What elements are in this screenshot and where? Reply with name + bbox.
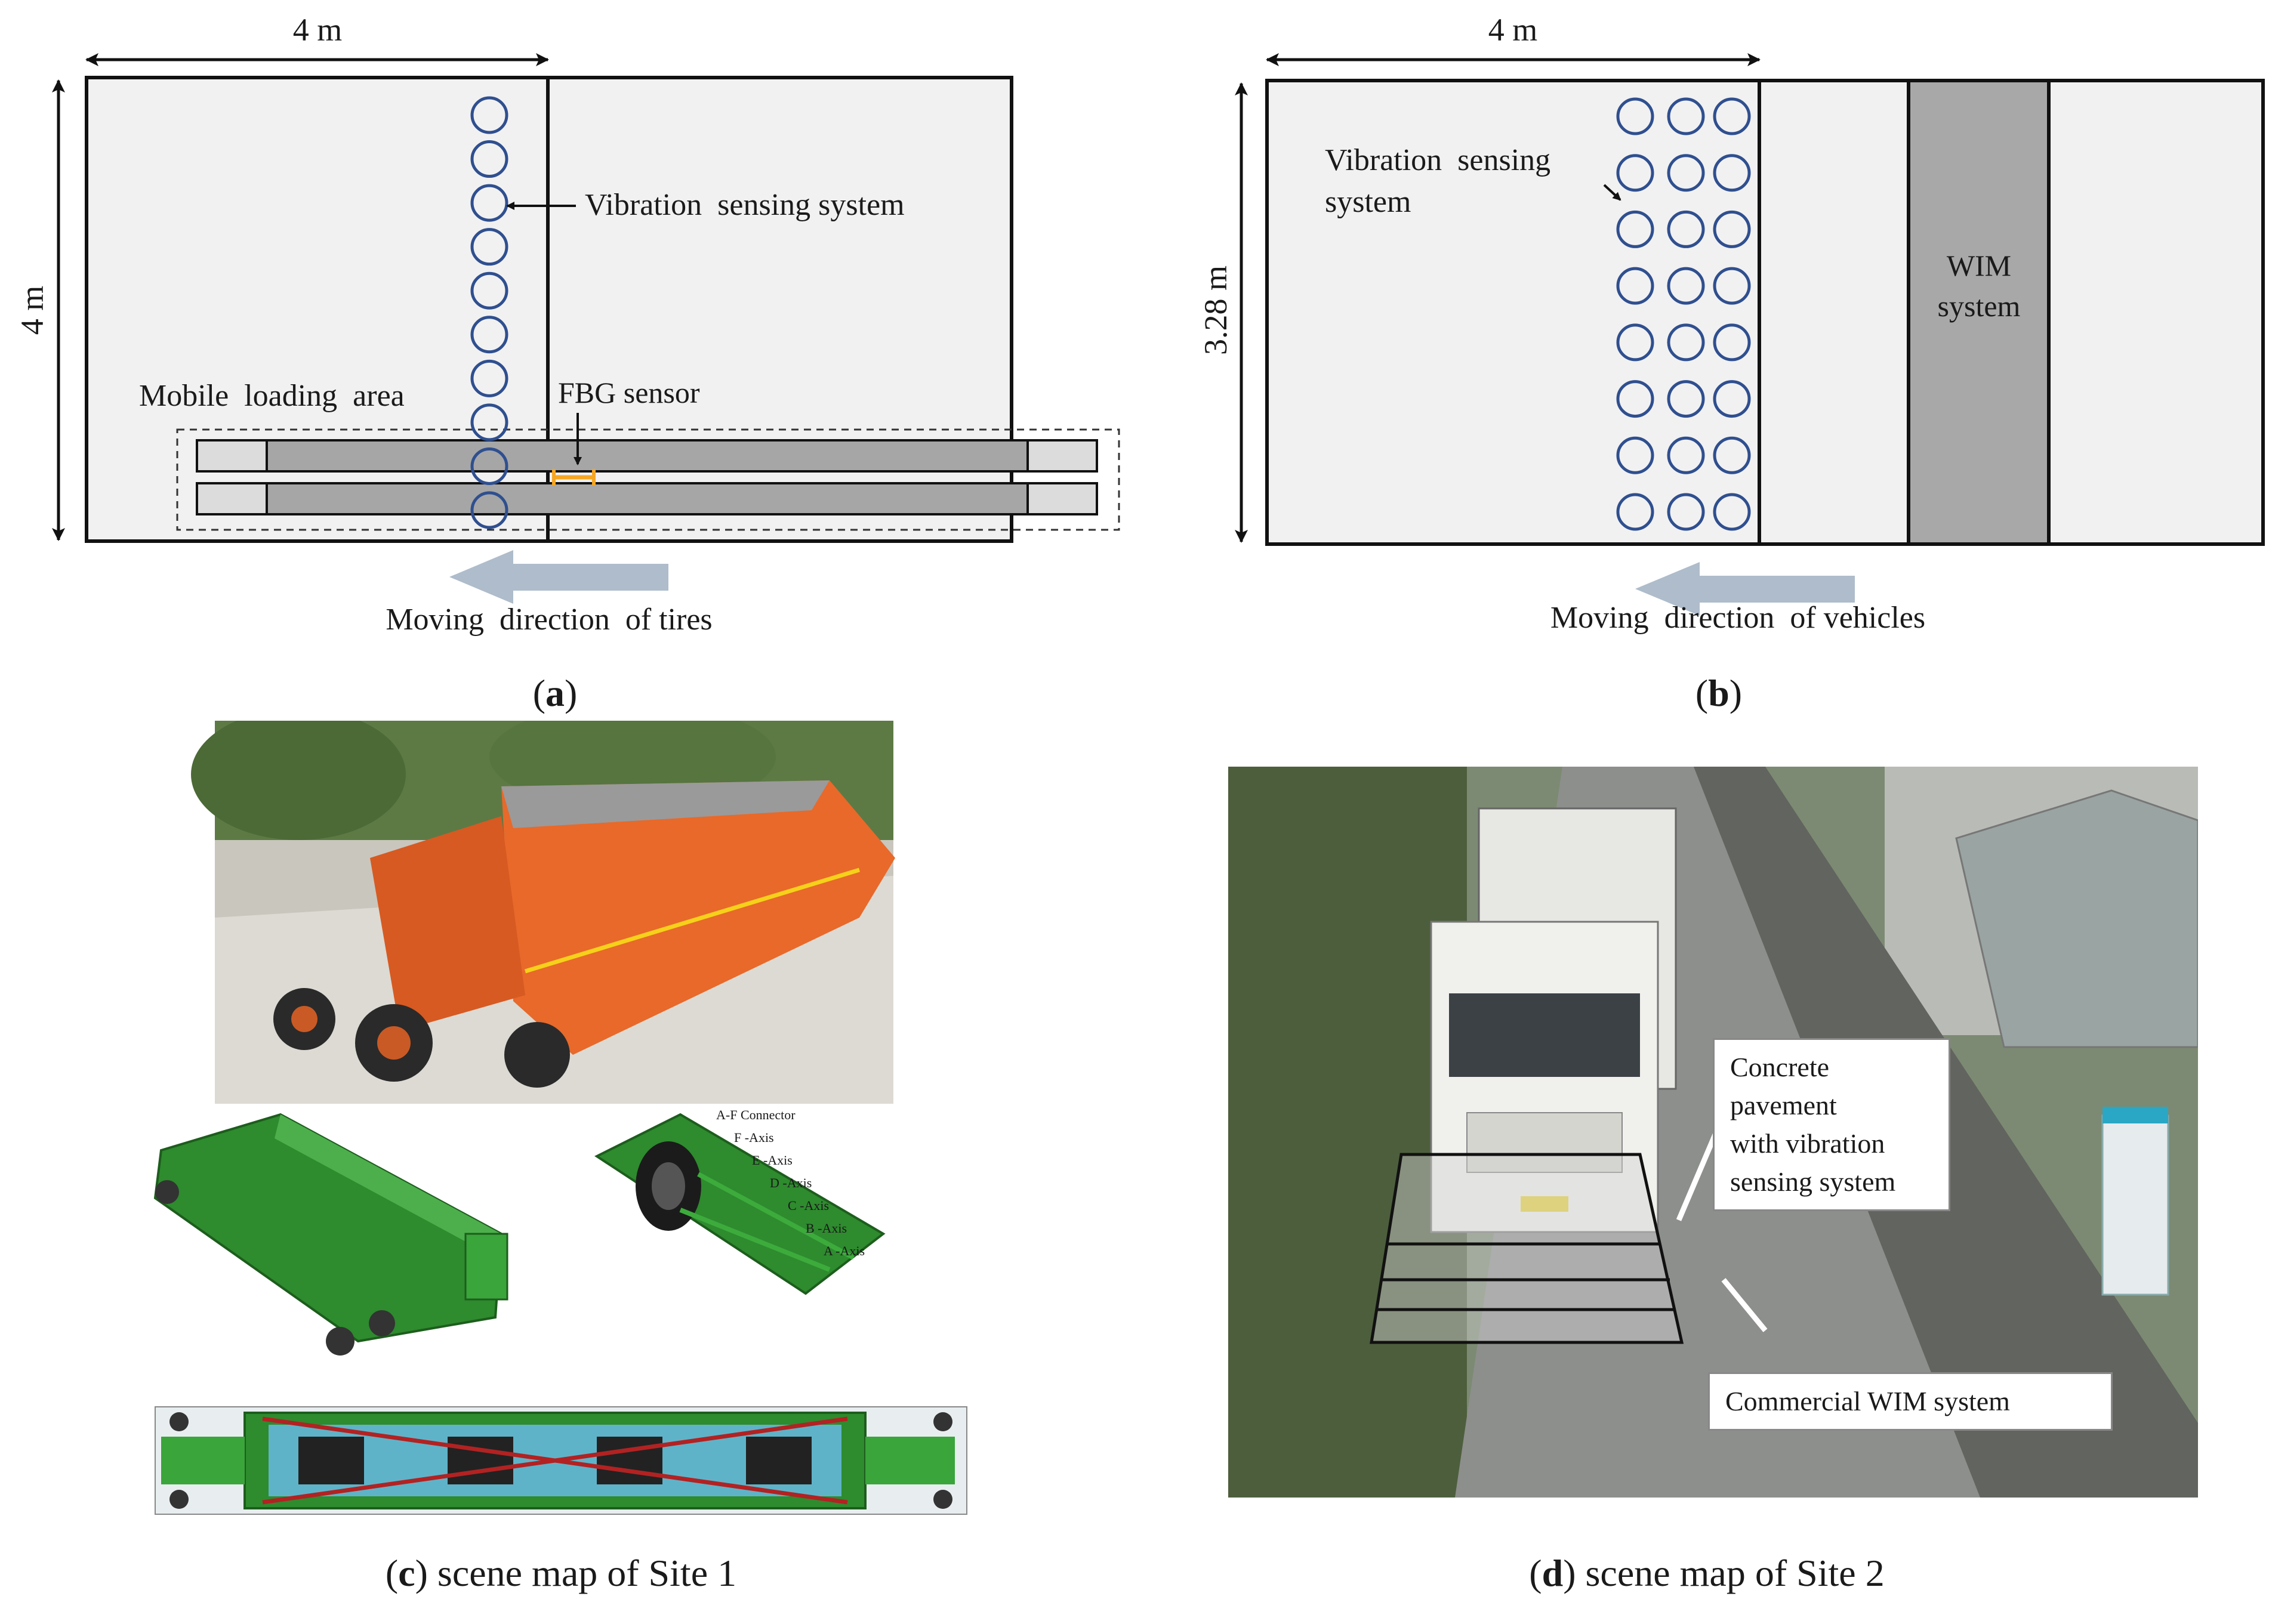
sensor-circle xyxy=(1667,493,1705,531)
sensor-circle xyxy=(470,359,508,397)
sensor-circle xyxy=(1713,380,1751,418)
wim-photo-label: Commercial WIM system xyxy=(1708,1372,2113,1431)
loading-machine-photo xyxy=(191,721,895,1104)
sensor-circle xyxy=(1616,154,1654,192)
axis-label: B -Axis xyxy=(806,1221,847,1236)
sensor-circle xyxy=(1616,493,1654,531)
pavement-label-line2: with vibration xyxy=(1730,1128,1885,1159)
panel-b-diagram: 4 m 3.28 m WIM system Vibration sensing … xyxy=(1198,12,2265,635)
test-road xyxy=(1265,79,2265,546)
height-label: 3.28 m xyxy=(1198,265,1234,355)
caption-d: (d) scene map of Site 2 xyxy=(1529,1552,1885,1594)
axis-label: A -Axis xyxy=(824,1243,865,1258)
sensor-circle xyxy=(1616,380,1654,418)
axis-label: F -Axis xyxy=(734,1130,774,1145)
wim-label: WIM xyxy=(1947,249,2011,282)
mobile-loading-label: Mobile loading area xyxy=(139,379,405,413)
sensor-circle xyxy=(470,447,508,485)
sensor-circle xyxy=(470,316,508,354)
axis-label: D -Axis xyxy=(770,1175,812,1190)
sensor-circle xyxy=(1667,436,1705,474)
width-label: 4 m xyxy=(1488,12,1538,48)
caption-a: (a) xyxy=(532,672,578,714)
pavement-label: Concrete pavement with vibration sensing… xyxy=(1713,1038,1950,1211)
sensor-circle xyxy=(1616,97,1654,135)
sensor-circle xyxy=(1713,210,1751,248)
sensor-circle xyxy=(1713,154,1751,192)
axis-label-list: A-F Connector F -Axis E -Axis D -Axis C -Axi… xyxy=(716,1107,865,1258)
sensor-circle xyxy=(470,491,508,529)
sensor-circle xyxy=(1713,267,1751,305)
sensor-circle xyxy=(1667,210,1705,248)
truck xyxy=(1430,807,1677,1233)
vibration-sensor-grid xyxy=(1616,97,1751,531)
sensor-circle xyxy=(1616,323,1654,362)
pavement-label-line3: sensing system xyxy=(1730,1166,1896,1197)
direction-arrow xyxy=(449,550,668,604)
axis-label: C -Axis xyxy=(788,1198,829,1213)
sensor-circle xyxy=(1713,493,1751,531)
fbg-sensor xyxy=(552,469,596,486)
direction-label: Moving direction of tires xyxy=(386,603,712,637)
sensor-circle xyxy=(1616,210,1654,248)
panel-c-images: A-F Connector F -Axis E -Axis D -Axis C -Axi… xyxy=(153,721,967,1515)
direction-label: Moving direction of vehicles xyxy=(1550,601,1925,635)
sensor-circle xyxy=(1667,154,1705,192)
vibration-label-line2: system xyxy=(1325,185,1411,219)
pointer-arrow-wim xyxy=(1721,1278,1768,1332)
sensor-circle xyxy=(1713,323,1751,362)
loading-bar-bottom xyxy=(196,482,1098,515)
sensor-circle xyxy=(470,403,508,441)
sensor-circle xyxy=(470,96,508,134)
fbg-label: FBG sensor xyxy=(558,376,700,409)
caption-c: (c) scene map of Site 1 xyxy=(385,1552,737,1594)
loading-bar-top xyxy=(196,439,1098,473)
cad-top-view xyxy=(155,1406,967,1515)
cad-isometric-view-2 xyxy=(594,1113,886,1295)
sensor-circle xyxy=(1713,436,1751,474)
cad-isometric-view-1 xyxy=(153,1113,508,1356)
wim-label-line2: system xyxy=(1938,289,2021,323)
axis-label: A-F Connector xyxy=(716,1107,796,1122)
vibration-pointer-arrow xyxy=(1603,184,1621,201)
panel-a-diagram: 4 m 4 m FBG sensor Vibration sensing sys… xyxy=(14,12,1120,637)
sensor-circle xyxy=(1667,97,1705,135)
caption-b: (b) xyxy=(1695,672,1743,714)
roadside-cabinet xyxy=(2101,1107,2169,1296)
sensing-slab-outline xyxy=(1370,1153,1684,1344)
sensor-circle xyxy=(1667,380,1705,418)
wim-system-strip xyxy=(1907,79,2051,546)
sensor-circle xyxy=(1713,97,1751,135)
axis-label: E -Axis xyxy=(752,1153,793,1168)
sensor-circle xyxy=(1667,323,1705,362)
sensor-circle xyxy=(470,271,508,310)
sensor-circle xyxy=(470,228,508,266)
pavement-label-line1: Concrete pavement xyxy=(1730,1052,1837,1120)
vibration-label: Vibration sensing system xyxy=(585,188,905,222)
mobile-loading-area xyxy=(176,428,1120,531)
sensor-circle xyxy=(1616,436,1654,474)
sensor-circle xyxy=(470,140,508,178)
vibration-label: Vibration sensing xyxy=(1325,143,1550,177)
direction-arrow xyxy=(1635,562,1855,616)
sensor-circle xyxy=(1616,267,1654,305)
width-label: 4 m xyxy=(293,12,343,48)
height-label: 4 m xyxy=(14,286,50,335)
sensor-circle xyxy=(1667,267,1705,305)
